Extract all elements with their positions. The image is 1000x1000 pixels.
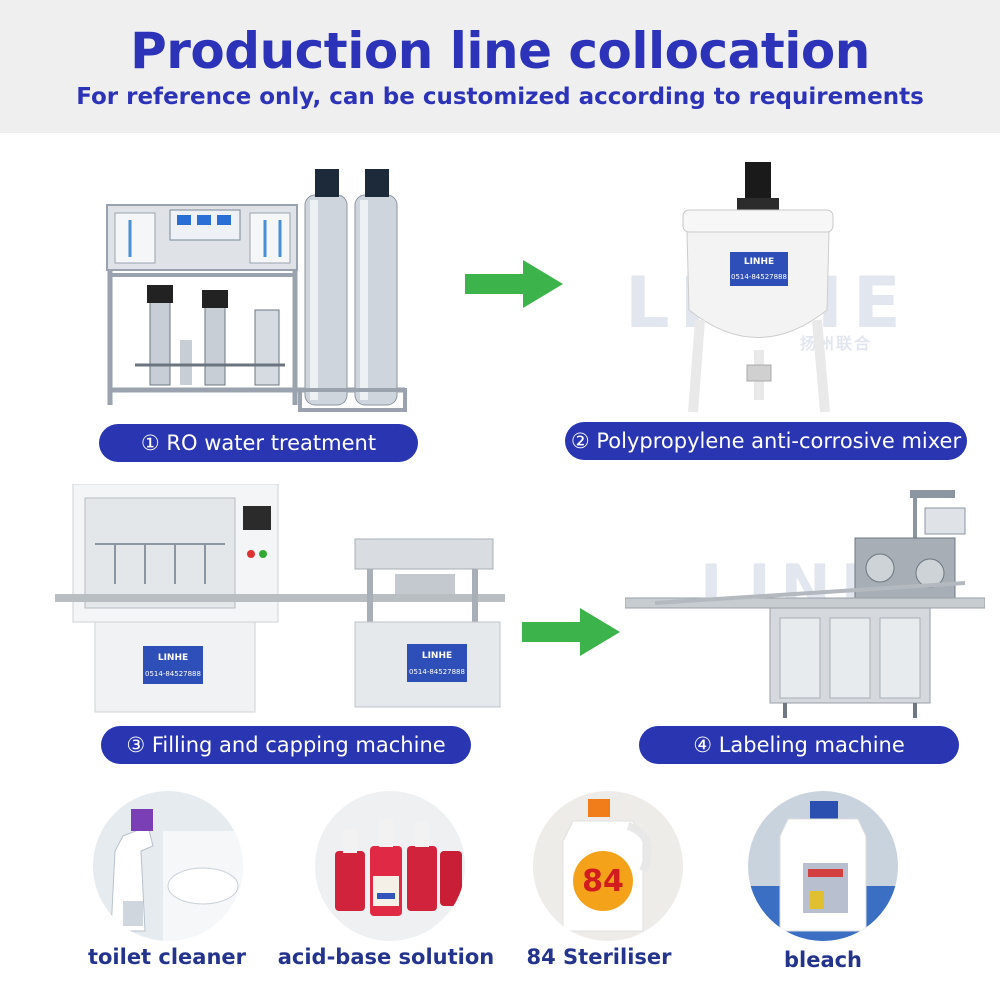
arrow-right-icon [465, 260, 563, 308]
product-label-toilet-cleaner: toilet cleaner [87, 945, 247, 969]
product-image-bleach [748, 791, 898, 941]
steriliser-84-mark: 84 [582, 864, 624, 899]
product-image-toilet-cleaner [93, 791, 243, 941]
capper-logo: LINHE [422, 651, 452, 661]
page-title: Production line collocation [130, 22, 870, 80]
labeling-machine-image [625, 490, 985, 718]
step-label-mixer: ② Polypropylene anti-corrosive mixer [565, 422, 967, 460]
page-subtitle: For reference only, can be customized ac… [76, 84, 924, 110]
mixer-logo: LINHE [744, 257, 774, 267]
filler-logo: LINHE [158, 653, 188, 663]
polypropylene-mixer-image: LINHE 0514-84527888 [682, 162, 834, 413]
filling-capping-machine-image: LINHE 0514-84527888 LINHE 0514-84527888 [55, 484, 505, 713]
product-label-bleach: bleach [783, 948, 863, 972]
filler-phone: 0514-84527888 [145, 670, 201, 678]
step-label-labeling: ④ Labeling machine [639, 726, 959, 764]
step-label-filling: ③ Filling and capping machine [101, 726, 471, 764]
step-label-ro: ① RO water treatment [99, 424, 418, 462]
product-label-84-steriliser: 84 Steriliser [526, 945, 672, 969]
product-image-acid-base-solution [315, 791, 465, 941]
ro-water-treatment-image [106, 169, 407, 412]
header-band: Production line collocation For referenc… [0, 0, 1000, 133]
mixer-phone: 0514-84527888 [731, 273, 787, 281]
arrow-right-icon-2 [522, 608, 620, 656]
product-image-84-steriliser: 84 [533, 791, 683, 941]
product-label-acid-base-solution: acid-base solution [277, 945, 495, 969]
capper-phone: 0514-84527888 [409, 668, 465, 676]
